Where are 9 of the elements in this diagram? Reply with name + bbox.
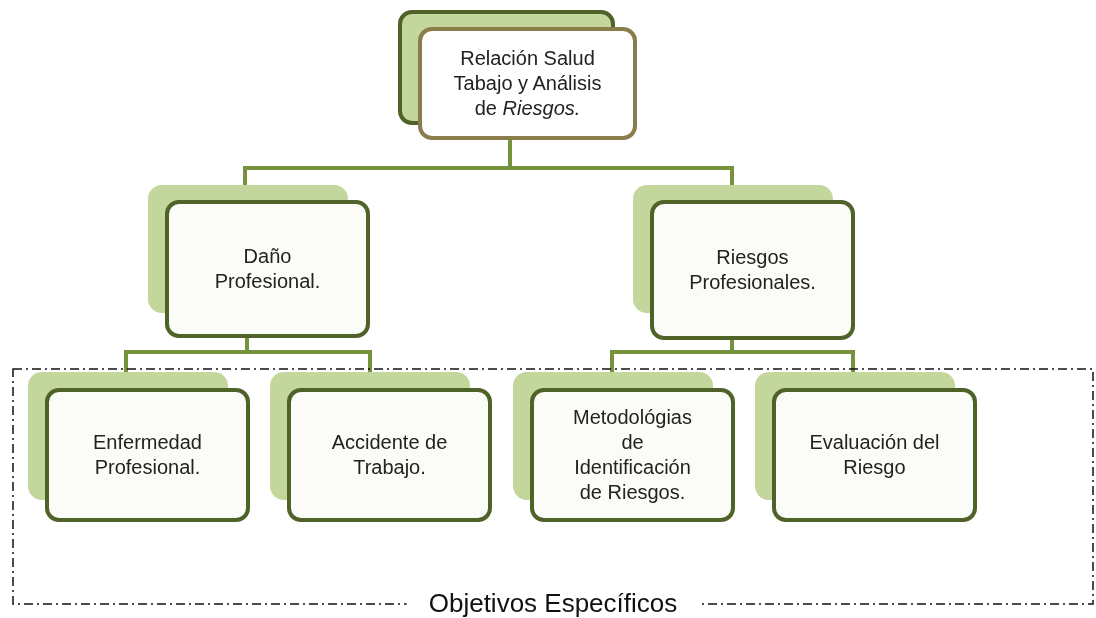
node-text: Accidente de Trabajo. (330, 430, 449, 480)
connector-line (508, 140, 734, 185)
node-text: Evaluación del Riesgo (808, 430, 941, 480)
node-text: Relación Salud Tabajo y Análisis de Riesgos. (452, 46, 603, 121)
node-text: Metodológias de Identificación de Riesgos. (572, 405, 693, 505)
node-text: Riesgos Profesionales. (688, 245, 817, 295)
connector-line (730, 340, 855, 372)
node-text: Daño Profesional. (213, 244, 322, 294)
node-text: Enfermedad Profesional. (92, 430, 203, 480)
